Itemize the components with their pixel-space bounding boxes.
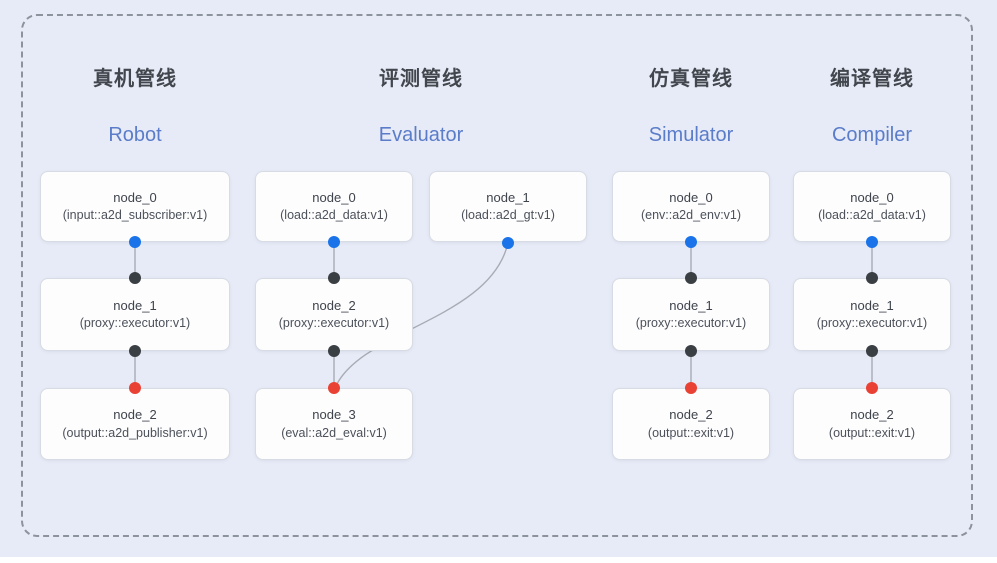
input-port-dot	[129, 272, 141, 284]
node-impl: (load::a2d_gt:v1)	[461, 208, 555, 223]
pipeline-title-cn-evaluator: 评测管线	[379, 68, 463, 90]
edge-eval-1-3-curve	[334, 242, 509, 389]
node-name: node_2	[113, 407, 157, 423]
output-port-dot	[866, 236, 878, 248]
output-port-dot	[129, 236, 141, 248]
node-impl: (output::a2d_publisher:v1)	[62, 425, 208, 440]
node-name: node_3	[312, 407, 356, 423]
node-robot-2: node_2 (output::a2d_publisher:v1)	[40, 388, 230, 460]
input-port-dot-red	[328, 382, 340, 394]
pipeline-title-en-robot: Robot	[108, 124, 162, 146]
node-name: node_0	[113, 189, 157, 205]
node-name: node_0	[312, 189, 356, 205]
node-simulator-2: node_2 (output::exit:v1)	[612, 388, 770, 460]
output-port-dot	[129, 345, 141, 357]
input-port-dot-red	[685, 382, 697, 394]
node-name: node_1	[669, 297, 713, 313]
node-impl: (eval::a2d_eval:v1)	[281, 425, 387, 440]
node-impl: (proxy::executor:v1)	[278, 316, 390, 331]
node-impl: (env::a2d_env:v1)	[640, 208, 742, 223]
node-name: node_0	[669, 189, 713, 205]
node-impl: (output::exit:v1)	[828, 425, 916, 440]
output-port-dot	[328, 345, 340, 357]
node-name: node_1	[113, 297, 157, 313]
node-name: node_2	[850, 407, 894, 423]
node-name: node_2	[669, 407, 713, 423]
node-impl: (output::exit:v1)	[647, 425, 735, 440]
node-compiler-1: node_1 (proxy::executor:v1)	[793, 278, 951, 351]
pipeline-group-frame	[21, 14, 973, 537]
node-name: node_1	[486, 189, 530, 205]
input-port-dot	[866, 272, 878, 284]
output-port-dot	[328, 236, 340, 248]
node-evaluator-2: node_2 (proxy::executor:v1)	[255, 278, 413, 351]
node-evaluator-3: node_3 (eval::a2d_eval:v1)	[255, 388, 413, 460]
node-impl: (proxy::executor:v1)	[79, 316, 191, 331]
node-compiler-0: node_0 (load::a2d_data:v1)	[793, 171, 951, 242]
node-impl: (load::a2d_data:v1)	[280, 208, 388, 223]
output-port-dot	[685, 236, 697, 248]
output-port-dot	[866, 345, 878, 357]
node-impl: (proxy::executor:v1)	[816, 316, 928, 331]
pipeline-title-en-evaluator: Evaluator	[378, 124, 464, 146]
node-impl: (input::a2d_subscriber:v1)	[62, 208, 208, 223]
node-compiler-2: node_2 (output::exit:v1)	[793, 388, 951, 460]
input-port-dot-red	[129, 382, 141, 394]
node-simulator-1: node_1 (proxy::executor:v1)	[612, 278, 770, 351]
pipeline-title-en-compiler: Compiler	[831, 124, 913, 146]
node-impl: (load::a2d_data:v1)	[818, 208, 926, 223]
node-robot-1: node_1 (proxy::executor:v1)	[40, 278, 230, 351]
node-robot-0: node_0 (input::a2d_subscriber:v1)	[40, 171, 230, 242]
node-name: node_2	[312, 297, 356, 313]
input-port-dot-red	[866, 382, 878, 394]
node-simulator-0: node_0 (env::a2d_env:v1)	[612, 171, 770, 242]
output-port-dot	[502, 237, 514, 249]
output-port-dot	[685, 345, 697, 357]
node-name: node_1	[850, 297, 894, 313]
pipeline-title-cn-robot: 真机管线	[93, 68, 177, 90]
node-name: node_0	[850, 189, 894, 205]
pipeline-title-en-simulator: Simulator	[648, 124, 734, 146]
bottom-edge-strip	[0, 557, 997, 563]
node-evaluator-1: node_1 (load::a2d_gt:v1)	[429, 171, 587, 242]
pipeline-title-cn-simulator: 仿真管线	[649, 68, 733, 90]
input-port-dot	[685, 272, 697, 284]
node-impl: (proxy::executor:v1)	[635, 316, 747, 331]
input-port-dot	[328, 272, 340, 284]
node-evaluator-0: node_0 (load::a2d_data:v1)	[255, 171, 413, 242]
pipeline-title-cn-compiler: 编译管线	[830, 68, 914, 90]
